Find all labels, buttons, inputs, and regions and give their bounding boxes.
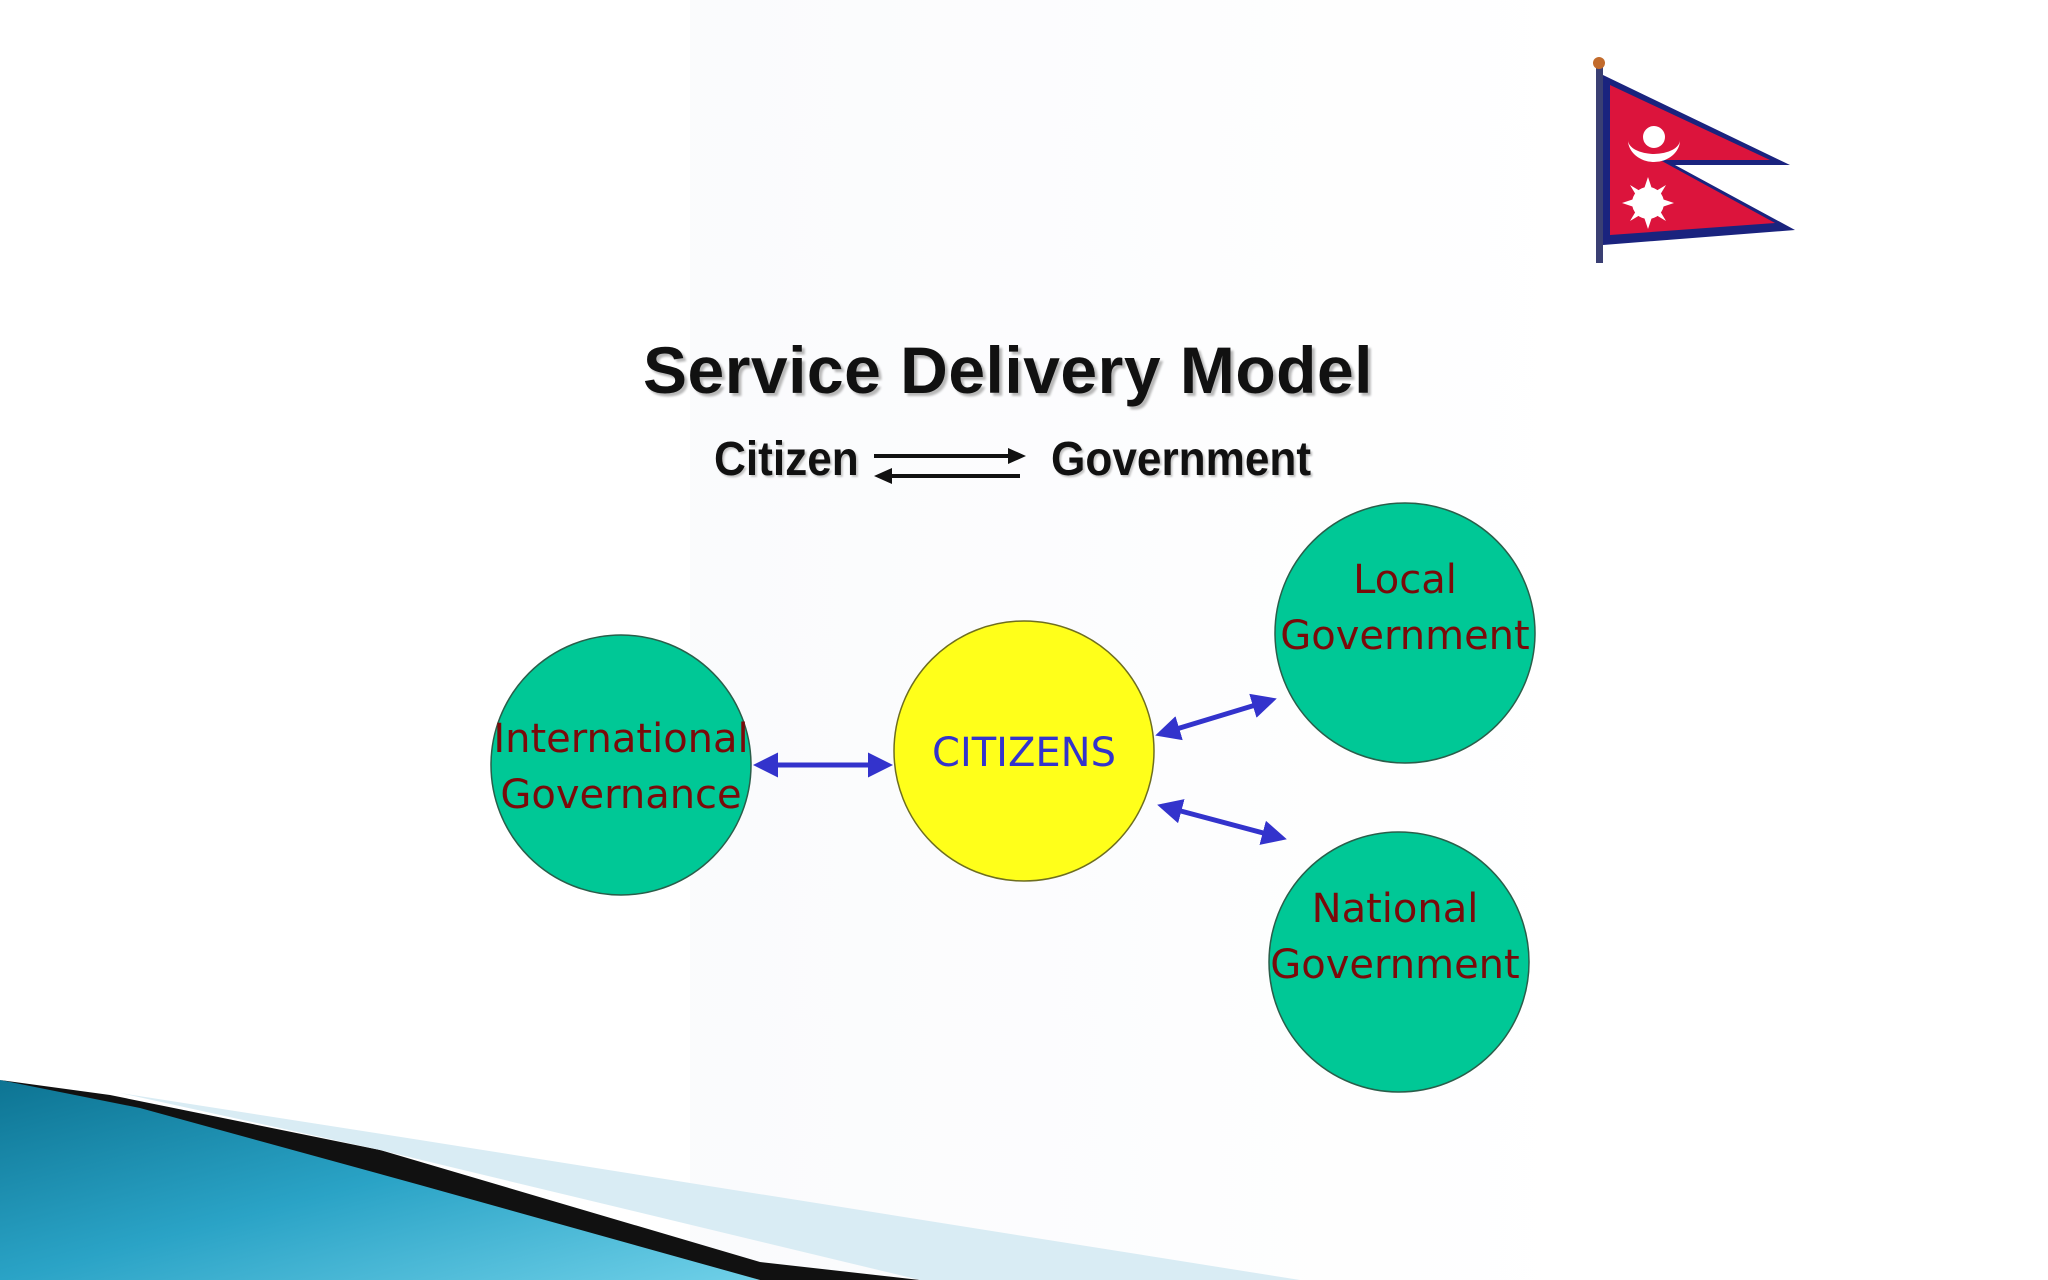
node-citizens: CITIZENS xyxy=(893,620,1155,882)
slide-title: Service Delivery Model xyxy=(642,333,1374,407)
node-local-line2: Government xyxy=(1280,613,1529,659)
nepal-flag-icon xyxy=(1593,57,1795,263)
subtitle-government: Government xyxy=(1051,433,1312,486)
node-international-line1: International xyxy=(493,716,748,762)
arrow-citizens-national xyxy=(1157,799,1287,845)
node-local-government: Local Government xyxy=(1274,502,1536,764)
arrow-citizens-local xyxy=(1155,693,1277,741)
exchange-arrows-icon xyxy=(874,448,1026,484)
node-national-government: National Government xyxy=(1268,831,1530,1093)
subtitle-citizen: Citizen xyxy=(714,433,859,486)
node-citizens-label: CITIZENS xyxy=(932,730,1116,776)
node-international-line2: Governance xyxy=(500,772,741,818)
node-national-line2: Government xyxy=(1270,942,1519,988)
node-international-governance: International Governance xyxy=(490,634,752,896)
node-local-line1: Local xyxy=(1353,557,1457,603)
node-national-line1: National xyxy=(1312,886,1479,932)
